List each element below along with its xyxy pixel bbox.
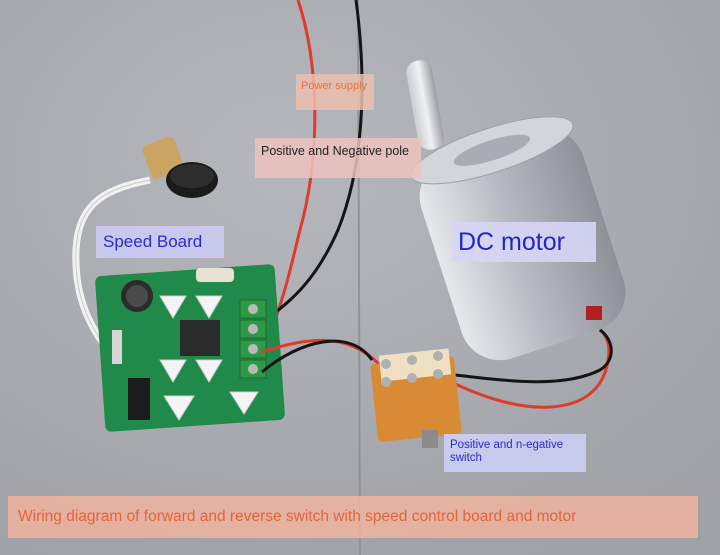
- speed-board-label: Speed Board: [96, 226, 224, 258]
- reversing-switch: [370, 348, 462, 448]
- positive-negative-pole-label: Positive and Negative pole: [255, 138, 421, 178]
- speed-board: [95, 264, 285, 432]
- potentiometer: [142, 136, 218, 198]
- supply-wire-red: [266, 0, 317, 339]
- dc-motor-label: DC motor: [452, 222, 596, 262]
- pot-cable-edge: [75, 179, 151, 357]
- switch-label: Positive and n-egative switch: [444, 434, 586, 472]
- supply-wire-black: [267, 0, 364, 320]
- switch-to-motor-black: [429, 328, 613, 384]
- power-supply-label: Power supply: [296, 74, 374, 110]
- caption-banner: Wiring diagram of forward and reverse sw…: [8, 496, 698, 538]
- board-to-switch-black: [261, 339, 374, 374]
